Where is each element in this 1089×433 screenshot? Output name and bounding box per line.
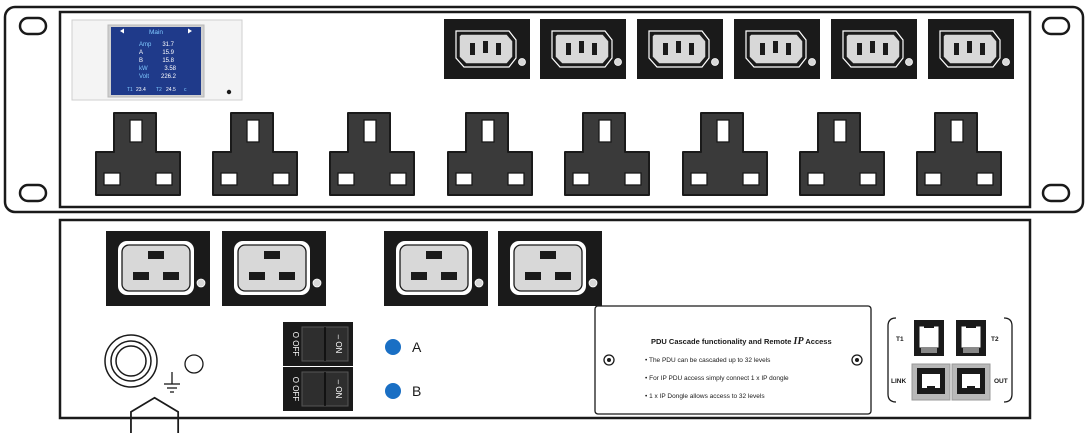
bs-outlet[interactable] (916, 112, 1002, 196)
bs-outlet[interactable] (799, 112, 885, 196)
display-title: Main (149, 29, 163, 36)
c19-outlet[interactable] (106, 231, 210, 306)
c19-outlet[interactable] (384, 231, 488, 306)
rj11-port-t1[interactable] (914, 320, 944, 356)
c13-outlet-row (444, 19, 1014, 79)
display-row-value: 226.2 (161, 74, 177, 80)
display-row-value: 15.8 (162, 58, 174, 64)
display-temp-unit: c (184, 87, 187, 93)
ground-icon (164, 372, 180, 393)
ground-terminal (184, 354, 204, 374)
arrow-right-icon[interactable] (188, 28, 192, 34)
arrow-left-icon[interactable] (120, 28, 124, 34)
bs-outlet[interactable] (564, 112, 650, 196)
info-bullet: • For IP PDU access simply connect 1 x I… (645, 375, 789, 382)
display-t2-label: T2 (156, 87, 162, 93)
top-chassis: Main Amp 31.7 A 15.9 B 15.8 kW 3.58 Volt… (3, 5, 1085, 214)
display-row-value: 31.7 (162, 42, 174, 48)
port-out-label: OUT (994, 378, 1008, 385)
display-row-label: Amp (139, 42, 152, 48)
breaker-on-label: – ON (334, 335, 343, 354)
rj45-port-out[interactable] (951, 363, 991, 401)
c13-outlet[interactable] (831, 19, 917, 79)
c19-outlet[interactable] (222, 231, 326, 306)
display-row-value: 3.58 (164, 66, 176, 72)
display-button[interactable] (226, 89, 232, 95)
indicator-b-label: B (412, 383, 421, 399)
bottom-chassis: O OFF – ON O OFF – ON A B PDU Cascade fu… (58, 218, 1032, 433)
c13-outlet[interactable] (637, 19, 723, 79)
c13-outlet[interactable] (444, 19, 530, 79)
port-link-label: LINK (891, 378, 906, 385)
port-block: T1 T2 LINK OUT (887, 317, 1013, 403)
bs-outlet[interactable] (447, 112, 533, 196)
rack-slot-bottom-left (18, 183, 48, 203)
breaker-b[interactable]: O OFF – ON (283, 367, 353, 411)
display-t1-label: T1 (127, 87, 133, 93)
breaker-on-label: – ON (334, 380, 343, 399)
display-row-value: 15.9 (162, 50, 174, 56)
breaker-a[interactable]: O OFF – ON (283, 322, 353, 366)
rj11-port-t2[interactable] (956, 320, 986, 356)
c13-outlet[interactable] (928, 19, 1014, 79)
info-bullet: • 1 x IP Dongle allows access to 32 leve… (645, 393, 765, 400)
c13-outlet[interactable] (734, 19, 820, 79)
rj45-port-link[interactable] (911, 363, 951, 401)
display-row-label: kW (139, 66, 148, 72)
display-t2-value: 24.5 (166, 87, 176, 93)
info-panel-title: PDU Cascade functionality and Remote IP … (651, 336, 832, 347)
breaker-off-label: O OFF (291, 377, 300, 402)
bs-outlet[interactable] (95, 112, 181, 196)
display-row-label: A (139, 50, 143, 56)
bs-outlet[interactable] (329, 112, 415, 196)
breaker-off-label: O OFF (291, 332, 300, 357)
c13-outlet[interactable] (540, 19, 626, 79)
port-t2-label: T2 (991, 336, 999, 343)
c19-outlet[interactable] (498, 231, 602, 306)
display-row-label: Volt (139, 74, 149, 80)
display-row-label: B (139, 58, 143, 64)
cable-gland (104, 334, 180, 433)
rack-slot-top-left (18, 16, 48, 36)
indicator-a-label: A (412, 339, 422, 355)
display-screen (111, 27, 201, 95)
rack-slot-bottom-right (1041, 183, 1071, 203)
indicator-b-led (385, 383, 401, 399)
port-t1-label: T1 (896, 336, 904, 343)
bs-outlet[interactable] (212, 112, 298, 196)
indicator-a-led (385, 339, 401, 355)
c19-outlet-row (106, 231, 602, 306)
info-bullet: • The PDU can be cascaded up to 32 level… (645, 357, 771, 364)
rack-slot-top-right (1041, 16, 1071, 36)
info-panel: PDU Cascade functionality and Remote IP … (594, 305, 872, 415)
display-t1-value: 23.4 (136, 87, 146, 93)
bs-outlet[interactable] (682, 112, 768, 196)
bs-outlet-row (95, 112, 1002, 196)
